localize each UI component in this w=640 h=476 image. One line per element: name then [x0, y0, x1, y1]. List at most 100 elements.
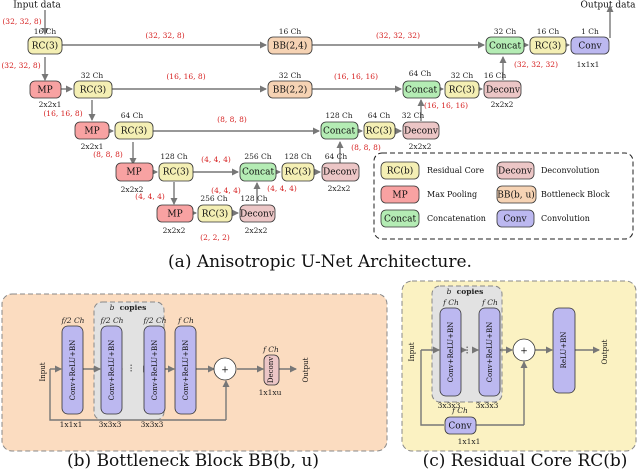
caption-c: (c) Residual Core RC(b) [423, 451, 628, 471]
deconv-block-1-channels: 16 Ch [484, 71, 507, 80]
rc-skip-conv-text: Conv [448, 422, 472, 432]
rc-output-label: Output [601, 339, 609, 364]
legend-swatch-conv [496, 209, 535, 228]
bb-conv-4 [174, 325, 197, 415]
rc-relu-bn-text: ReLU+BN [560, 332, 568, 369]
output-data-label: Output data [581, 1, 637, 11]
bb-conv-3-text: Conv+ReLU+BN [151, 340, 159, 401]
rc-conv-2-text: Conv+ReLU+BN [486, 322, 494, 383]
rc-block-5-channels: 256 Ch [200, 194, 227, 203]
rc-block-3-label: RC(3) [121, 126, 147, 137]
dim-label: (16, 16, 8) [43, 109, 82, 118]
rc-copies-label: copies [457, 287, 484, 296]
rc-block-4-up-label: RC(3) [285, 167, 311, 178]
rc-conv-1 [439, 307, 462, 397]
bb-deconv-text: Deconv [267, 357, 275, 383]
bb-conv-3 [143, 325, 166, 415]
dim-label: (32, 32, 8) [1, 61, 40, 70]
bb-conv-2-kernel: 3x3x3 [99, 420, 122, 429]
deconv-block-3-channels: 64 Ch [325, 152, 348, 161]
legend-key-conv: Conv [503, 215, 527, 225]
bb-add-symbol: + [221, 366, 229, 376]
legend-desc-bb: Bottleneck Block [541, 190, 610, 199]
rc-dots: ... [464, 346, 474, 355]
concat-block-1-label: Concat [489, 42, 522, 52]
rc-block-2-up-label: RC(3) [449, 85, 475, 96]
bb-conv-3-kernel: 3x3x3 [141, 420, 164, 429]
rc-block-2-channels: 32 Ch [81, 71, 104, 80]
input-data-label: Input data [13, 1, 61, 11]
dim-label: (2, 2, 2) [200, 233, 230, 242]
rc-block-1 [27, 36, 63, 55]
bb-conv-3-channels: f/2 Ch [142, 316, 166, 325]
dim-label: (16, 16, 16) [424, 101, 468, 110]
rc-skip-conv-kernel: 1x1x1 [458, 437, 481, 446]
rc-block-2 [73, 80, 113, 99]
mp-block-4 [156, 204, 194, 223]
legend-key-rc: RC(b) [387, 166, 413, 177]
conv-block-out-channels: 1 Ch [581, 27, 599, 36]
rc-conv-1-text: Conv+ReLU+BN [447, 322, 455, 383]
dim-label: (32, 32, 8) [145, 31, 184, 40]
bb-deconv-channels: f Ch [262, 345, 279, 354]
bb-block-1-channels: 16 Ch [279, 27, 302, 36]
rc-block-4 [158, 162, 194, 182]
caption-b: (b) Bottleneck Block BB(b, u) [67, 451, 319, 471]
bb-conv-1-channels: f/2 Ch [60, 316, 84, 325]
concat-block-4-channels: 256 Ch [244, 152, 271, 161]
dim-label: (8, 8, 8) [217, 115, 247, 124]
caption-a: (a) Anisotropic U-Net Architecture. [168, 252, 472, 272]
legend-key-mp: MP [392, 191, 407, 201]
deconv-block-4-channels: 128 Ch [240, 194, 267, 203]
bb-deconv-kernel: 1x1xu [259, 388, 282, 397]
rc-conv-1-kernel: 3x3x3 [438, 401, 461, 410]
rc-block-1-channels: 16 Ch [34, 27, 57, 36]
rc-add-symbol: + [520, 347, 528, 357]
concat-block-4 [239, 162, 277, 182]
rc-block-5-label: RC(3) [202, 209, 228, 220]
legend-swatch-deconv [496, 161, 535, 180]
bb-conv-2-text: Conv+ReLU+BN [108, 340, 116, 401]
legend-key-deconv: Deconv [498, 167, 533, 177]
legend-desc-mp: Max Pooling [427, 190, 477, 199]
concat-block-2-channels: 64 Ch [409, 69, 432, 78]
concat-block-4-label: Concat [242, 168, 275, 178]
rc-block-out-label: RC(3) [535, 41, 561, 52]
conv-block-out-label: Conv [578, 42, 602, 52]
deconv-block-2-kernel: 2x2x2 [409, 142, 432, 151]
rc-block-3-up [363, 121, 396, 140]
bb-add-node [213, 357, 237, 381]
deconv-block-2-channels: 32 Ch [402, 111, 425, 120]
mp-block-2-label: MP [84, 127, 99, 137]
deconv-block-1-label: Deconv [486, 86, 521, 96]
rc-block-out-channels: 16 Ch [537, 27, 560, 36]
deconv-block-4 [239, 204, 276, 223]
bb-block-2 [267, 80, 313, 99]
concat-block-1 [485, 36, 525, 55]
bb-input-label: Input [39, 362, 47, 381]
dim-label: (32, 32, 32) [376, 31, 420, 40]
unet-connections [41, 5, 614, 217]
concat-block-3-channels: 128 Ch [325, 111, 352, 120]
bb-block-1-label: BB(2,4) [273, 41, 308, 52]
legend-swatch-rc [380, 161, 420, 180]
concat-block-3-label: Concat [323, 127, 356, 137]
legend-desc-deconv: Deconvolution [541, 166, 599, 175]
legend-desc-conv: Convolution [541, 214, 590, 223]
bb-conv-2-channels: f/2 Ch [99, 316, 123, 325]
concat-block-1-channels: 32 Ch [494, 27, 517, 36]
mp-block-2 [74, 121, 110, 140]
deconv-block-1-kernel: 2x2x2 [491, 100, 514, 109]
deconv-block-3 [321, 162, 360, 182]
mp-block-3-kernel: 2x2x2 [121, 185, 144, 194]
bb-copies-label: copies [120, 303, 147, 312]
bb-conv-1-kernel: 1x1x1 [60, 420, 83, 429]
legend-key-concat: Concat [384, 215, 417, 225]
legend: RC(b) Residual Core Deconv Deconvolution… [373, 152, 634, 240]
unet-blocks: RC(3) 16 Ch BB(2,4) 16 Ch Concat 32 Ch R… [27, 27, 610, 235]
deconv-block-2 [402, 121, 440, 140]
rc-block-2-up [444, 80, 480, 99]
legend-key-bb: BB(b, u) [497, 190, 535, 201]
bb-conv-1 [61, 325, 84, 415]
mp-block-3-label: MP [126, 168, 141, 178]
